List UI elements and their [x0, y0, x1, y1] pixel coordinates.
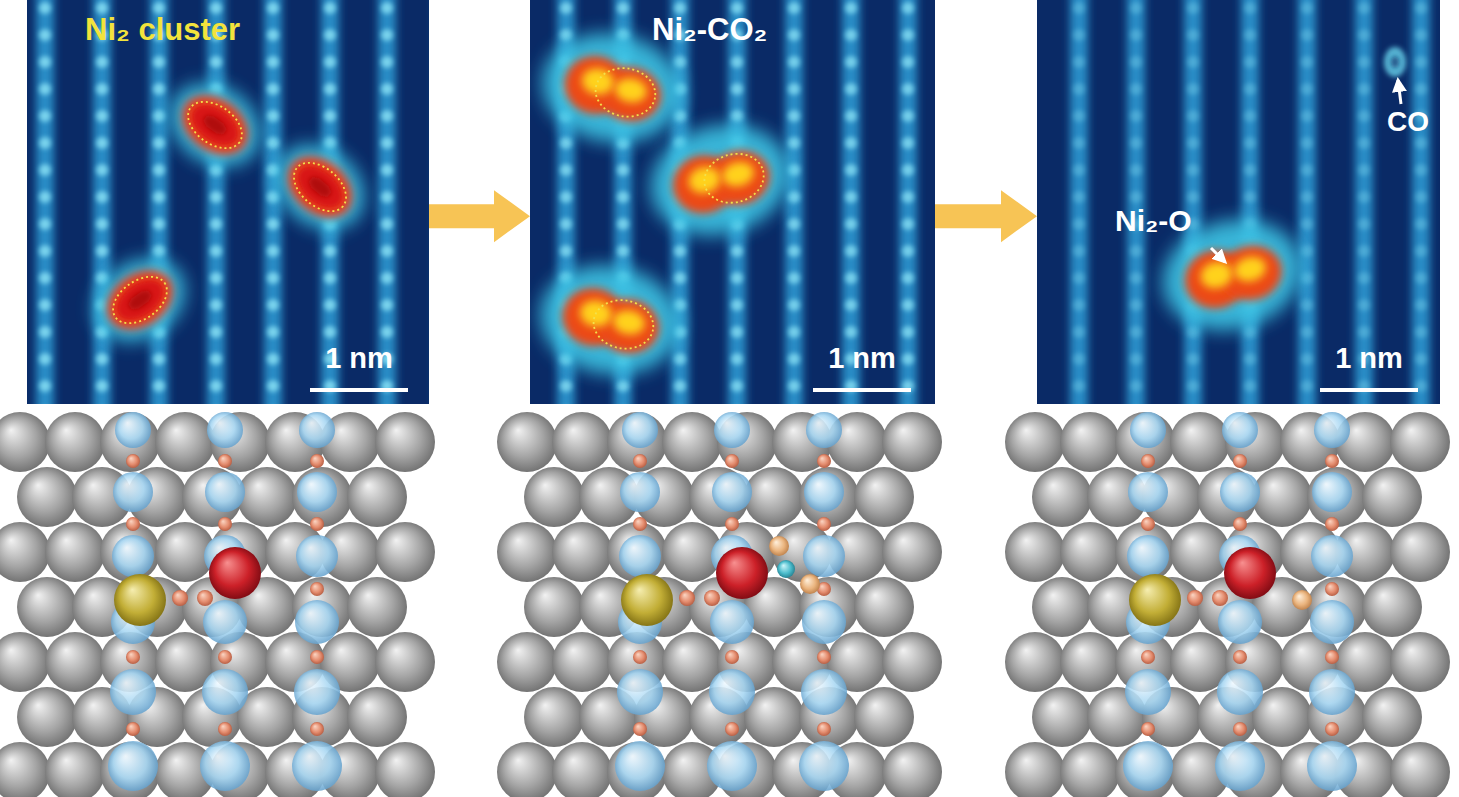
stm-image-panel: Ni₂-O CO 1 nm — [1037, 0, 1440, 404]
leader-arrow — [1398, 80, 1401, 104]
atomic-model — [0, 412, 435, 797]
scale-label: 1 nm — [828, 342, 896, 375]
block-arrow — [429, 190, 530, 242]
callout-label: CO — [1387, 106, 1429, 138]
atomic-model — [497, 412, 942, 797]
panel-title: Ni₂ cluster — [85, 12, 240, 48]
scale-bar — [813, 388, 911, 392]
stm-image-panel: Ni₂-CO₂ 1 nm — [530, 0, 935, 404]
scale-label: 1 nm — [325, 342, 393, 375]
scale-bar — [1320, 388, 1418, 392]
block-arrow — [935, 190, 1037, 242]
leader-arrow — [1211, 248, 1225, 262]
stm-image-panel: Ni₂ cluster 1 nm — [27, 0, 429, 404]
ball-model-illustration — [0, 404, 1459, 797]
panel-title: Ni₂-CO₂ — [652, 12, 767, 48]
scale-label: 1 nm — [1335, 342, 1403, 375]
atomic-model — [1005, 412, 1450, 797]
callout-label: Ni₂-O — [1115, 204, 1192, 239]
scale-bar — [310, 388, 408, 392]
